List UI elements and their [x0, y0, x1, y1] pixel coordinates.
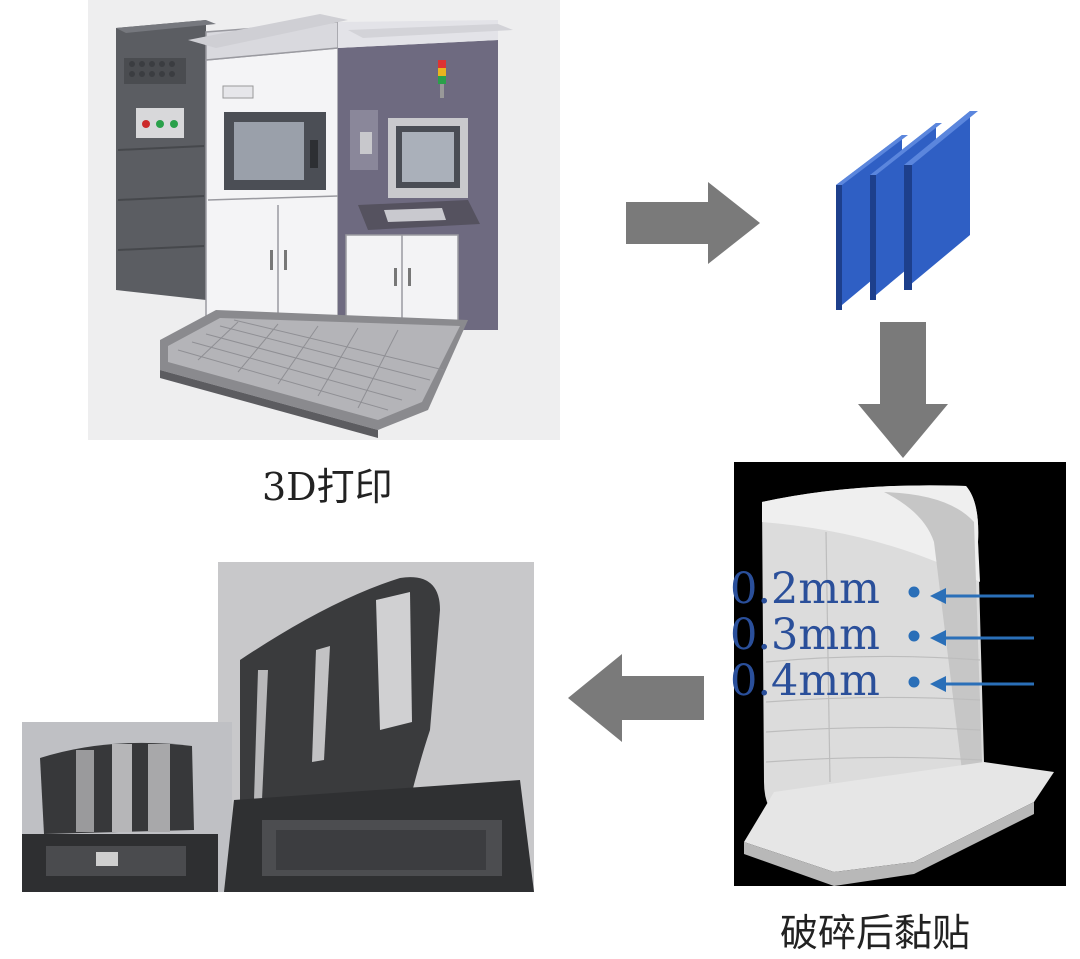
- thickness-label-0: 0.2mm: [730, 564, 880, 614]
- arrow-right-icon: [626, 182, 760, 264]
- printing-caption: 3D打印: [262, 465, 393, 509]
- thickness-label-2: 0.4mm: [730, 656, 880, 706]
- bonded-blade-photo-icon: [22, 562, 534, 892]
- scan-panel: 0.2mm 0.3mm 0.4mm: [730, 462, 1066, 886]
- arrow-left-icon: [568, 654, 704, 742]
- printed-plates-icon: [836, 111, 978, 310]
- printer-panel: [88, 0, 560, 440]
- bonding-caption: 破碎后黏贴: [780, 911, 971, 955]
- arrow-down-icon: [858, 322, 948, 458]
- thickness-label-1: 0.3mm: [730, 610, 880, 660]
- 3d-printer-machine-icon: [116, 14, 513, 438]
- bonded-photo: [0, 500, 540, 959]
- scanned-blade-icon: [744, 485, 1054, 886]
